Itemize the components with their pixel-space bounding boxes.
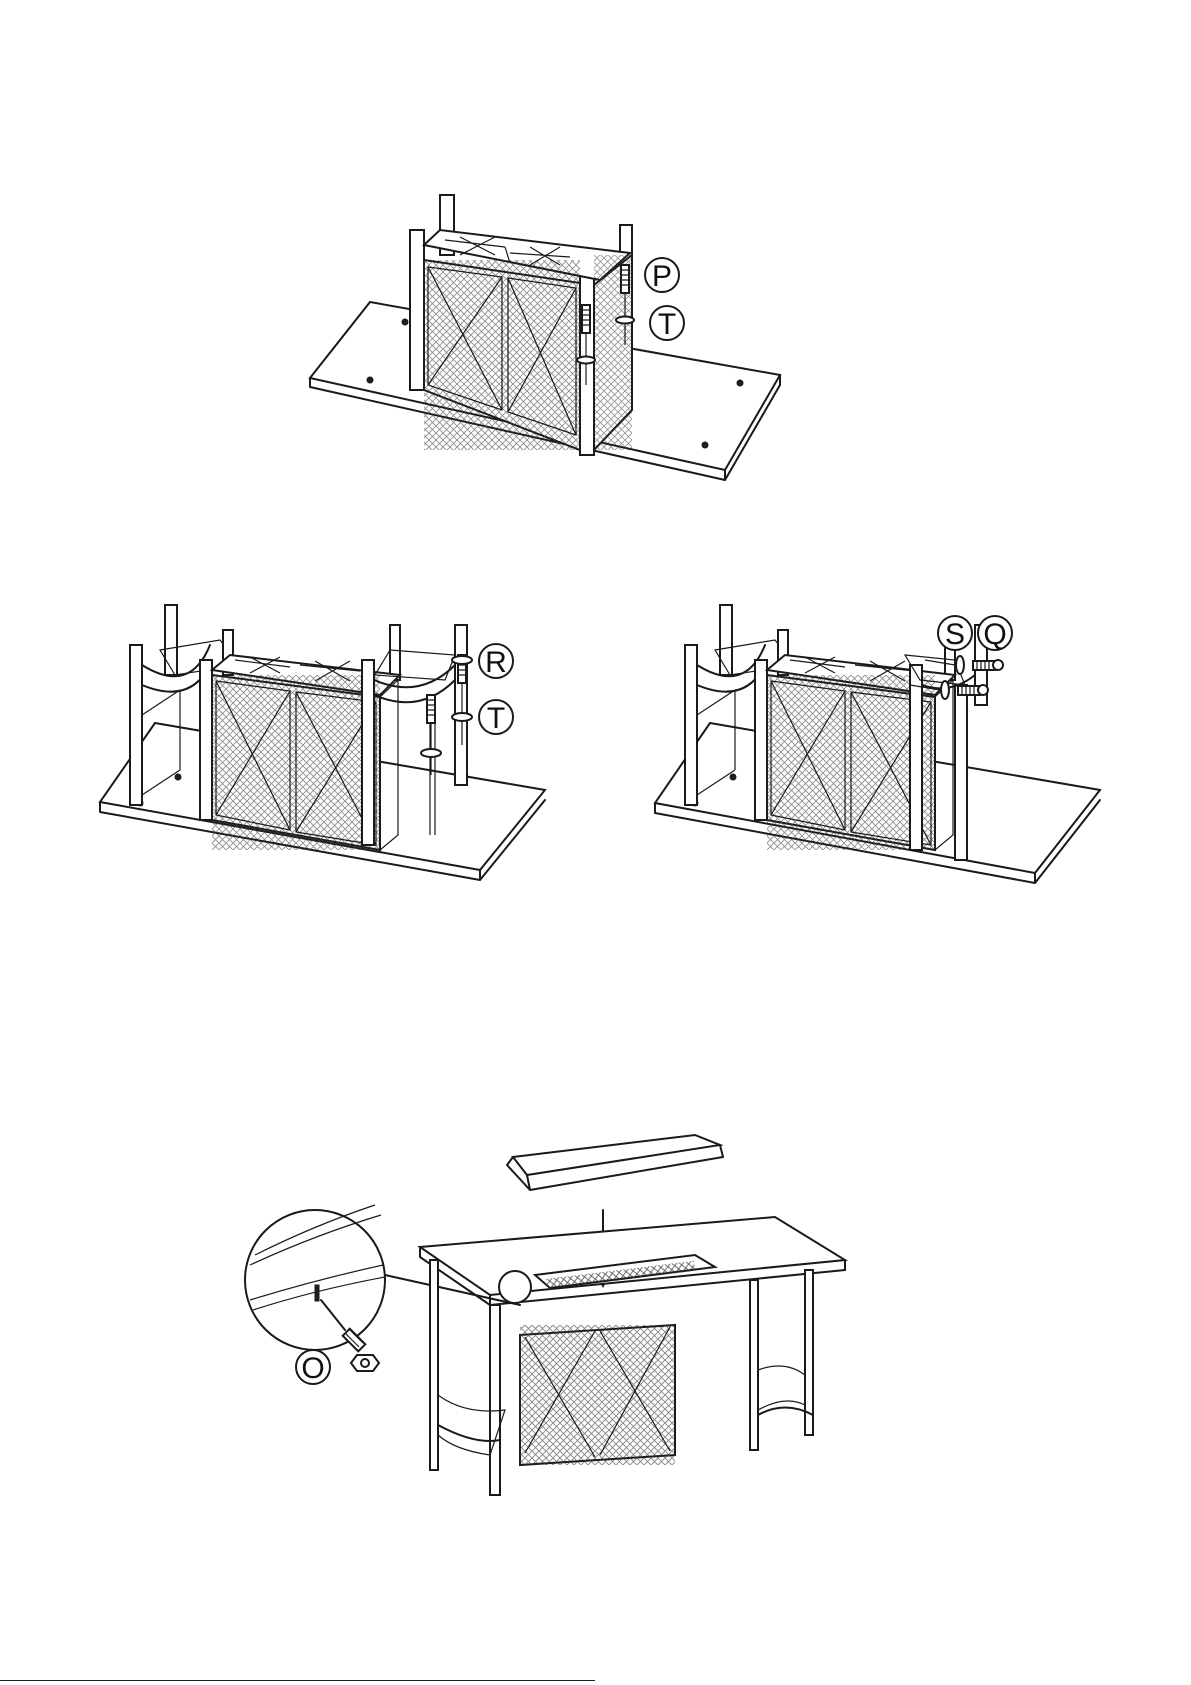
callout-r: R (479, 644, 513, 679)
callout-o-label: O (301, 1352, 324, 1385)
callout-q: Q (978, 616, 1012, 651)
figure-step-2: R T (100, 605, 545, 880)
page-footer-rule (0, 1680, 595, 1681)
cabinet-frame (755, 625, 955, 850)
callout-p: P (645, 258, 679, 293)
callout-t: T (650, 306, 684, 341)
callout-s-label: S (945, 618, 965, 651)
callout-p-label: P (652, 260, 672, 293)
callout-s: S (938, 616, 972, 651)
bolt-o (343, 1329, 379, 1371)
callout-t-label: T (487, 702, 505, 735)
figure-step-3: S Q (655, 605, 1100, 885)
finished-table (420, 1217, 845, 1495)
callout-t: T (479, 700, 513, 735)
callout-q-label: Q (983, 618, 1006, 651)
callout-r-label: R (485, 646, 507, 679)
cabinet-frame (410, 195, 632, 455)
callout-t-label: T (658, 308, 676, 341)
callout-o: O (296, 1350, 330, 1385)
figure-step-4: O (245, 1185, 845, 1505)
figure-step-1: P T (310, 195, 790, 475)
